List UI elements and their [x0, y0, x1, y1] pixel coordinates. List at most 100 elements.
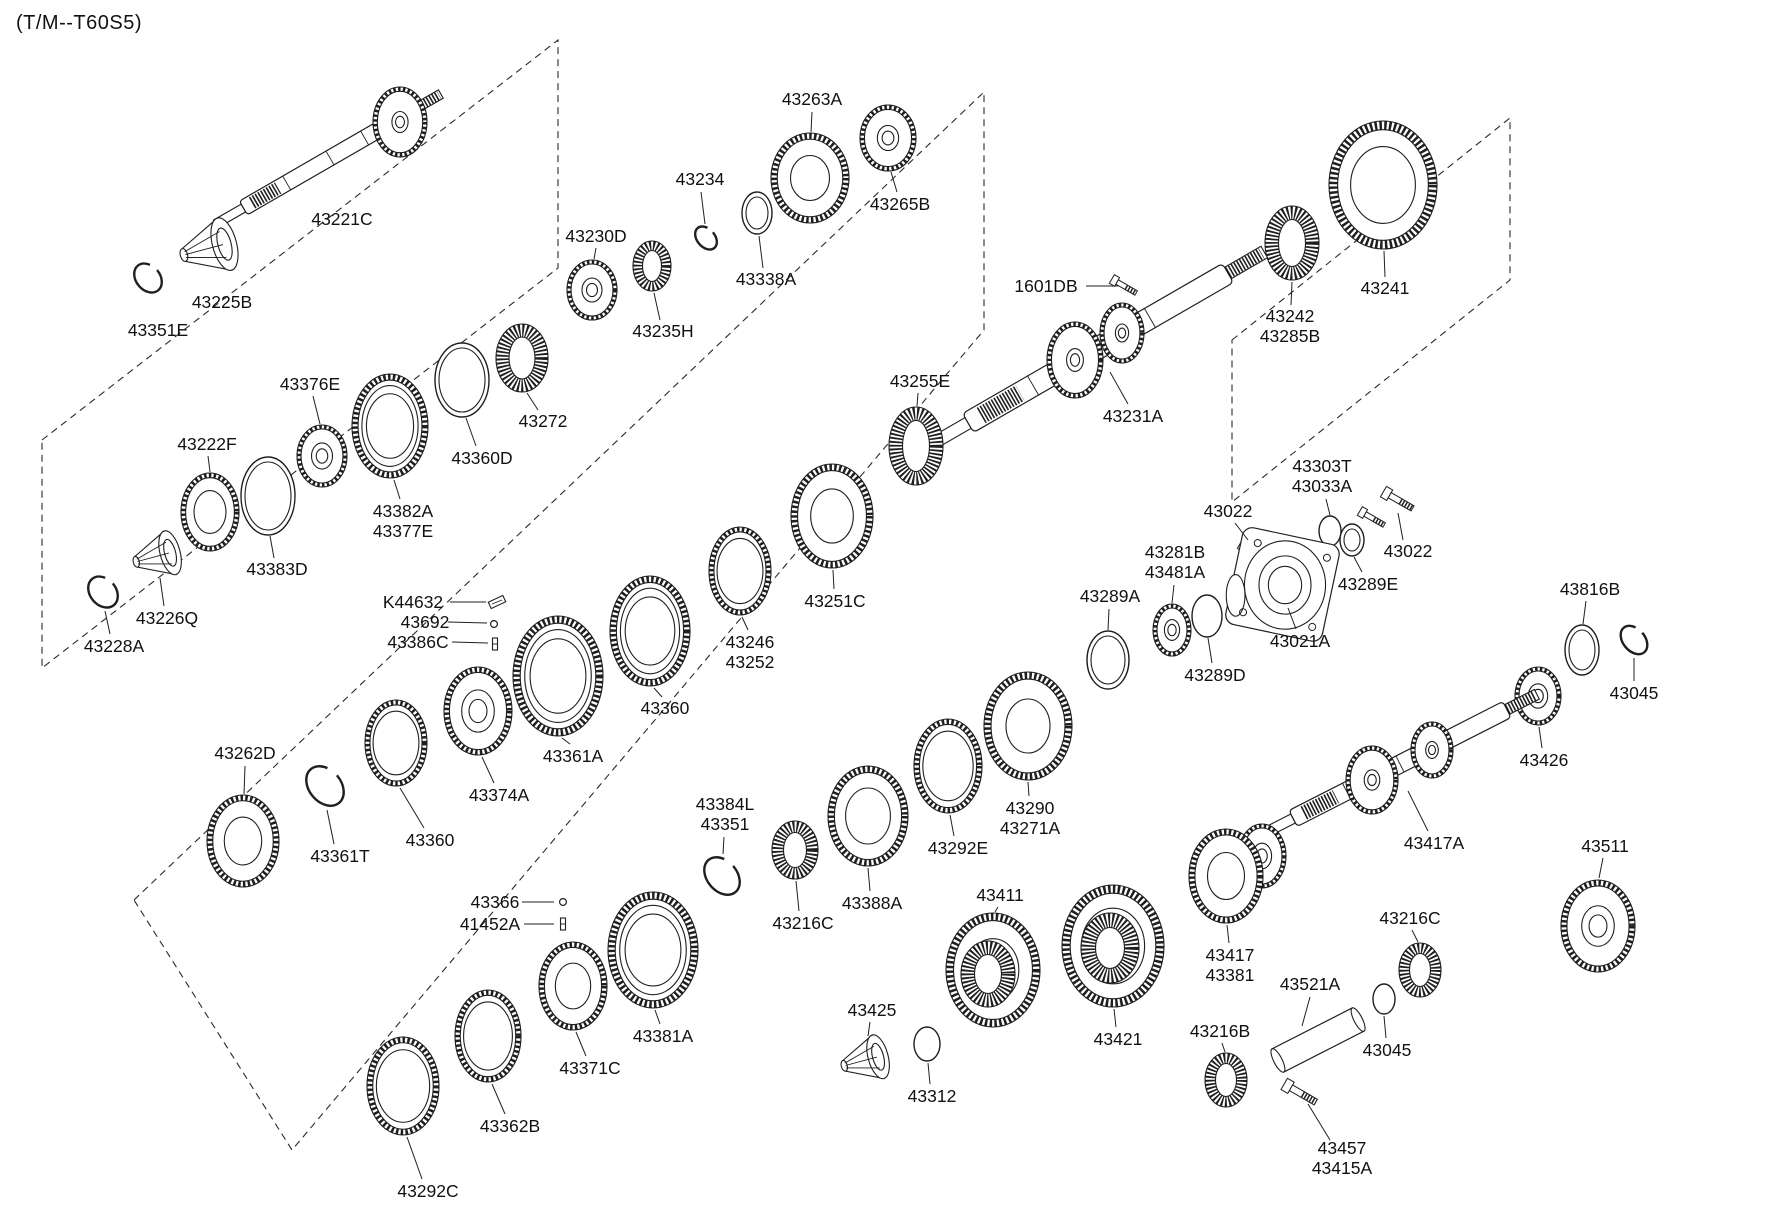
leader-line: [890, 171, 898, 193]
pin-43386C: [491, 637, 499, 651]
bearing-43421-inner: [1080, 912, 1140, 984]
leader-line: [243, 765, 246, 795]
parts-layer: [87, 86, 1649, 1136]
snap-ring-43045-upper: [1619, 624, 1649, 656]
part-label: 43417A: [1404, 833, 1465, 853]
assembly-plane-1: [41, 38, 559, 670]
ring-43289D: [1191, 594, 1223, 638]
assembly-plane-2: [133, 90, 985, 1151]
gear-43481A: [1152, 603, 1192, 657]
snap-ring-43361T: [305, 765, 345, 807]
part-label: 43281B: [1145, 542, 1205, 562]
snap-ring-43351: [703, 856, 741, 896]
leader-line: [1407, 790, 1429, 832]
leader-line: [1113, 1008, 1117, 1028]
bearing-43216C-upper: [771, 820, 819, 880]
part-label: 43225B: [192, 292, 252, 312]
bevel-gear-43425: [840, 1034, 890, 1080]
part-label: K44632: [383, 592, 443, 612]
part-label: 43228A: [84, 636, 145, 656]
part-label: 43376E: [280, 374, 340, 394]
output-shaft-gear-b: [1099, 302, 1145, 364]
part-label: 43426: [1520, 750, 1569, 770]
leader-line: [722, 836, 725, 855]
leader-line: [1287, 607, 1297, 630]
part-label: 43262D: [214, 743, 275, 763]
leader-line: [1353, 556, 1363, 573]
synchro-ring-43292C: [366, 1036, 440, 1136]
ring-43383D: [240, 456, 296, 536]
part-label: 43241: [1361, 278, 1410, 298]
leader-line: [1207, 637, 1213, 664]
part-label: 43366: [471, 892, 520, 912]
part-label: 43360: [406, 830, 455, 850]
gear-43251C: [790, 463, 874, 569]
part-label: 43382A: [373, 501, 434, 521]
leader-line: [949, 814, 955, 837]
part-label: 43374A: [469, 785, 530, 805]
part-label: 43251C: [804, 591, 865, 611]
ring-43312: [913, 1026, 941, 1062]
bearing-43255E: [888, 406, 944, 486]
gear-43262D: [206, 794, 280, 888]
hub-43361A: [512, 615, 604, 737]
leader-line: [916, 392, 919, 407]
leader-line: [207, 455, 211, 473]
part-label: 43045: [1363, 1040, 1412, 1060]
counter-shaft-gear-b: [1410, 721, 1454, 779]
bolt-43303T: [1379, 485, 1415, 512]
part-label: 43411: [976, 885, 1023, 905]
leader-line: [561, 737, 571, 745]
part-label: 43226Q: [136, 608, 198, 628]
part-label: 43022: [1204, 501, 1253, 521]
leader-line: [526, 392, 539, 411]
part-label: 43292C: [397, 1181, 458, 1201]
part-label: 43338A: [736, 269, 797, 289]
part-label: 43265B: [870, 194, 930, 214]
part-label: 43022: [1384, 541, 1433, 561]
leader-line: [1307, 1103, 1331, 1141]
leader-line: [159, 577, 165, 607]
part-label: 43242: [1266, 306, 1315, 326]
part-label: 43386C: [387, 632, 448, 652]
leader-line: [994, 906, 999, 913]
synchro-ring-43292E: [913, 718, 983, 814]
part-label: 43388A: [842, 893, 903, 913]
hub-43382A: [351, 373, 429, 479]
part-label: 43371C: [559, 1058, 620, 1078]
part-label: 41452A: [460, 914, 521, 934]
leader-line: [810, 111, 813, 133]
leader-line: [832, 569, 835, 590]
part-label: 43252: [726, 652, 775, 672]
leader-line: [393, 479, 401, 500]
leader-line: [1582, 600, 1587, 625]
leader-line: [927, 1062, 931, 1085]
leader-line: [1397, 512, 1404, 541]
part-label: 43511: [1581, 836, 1628, 856]
gear-43388A: [827, 765, 909, 867]
gear-43222F: [180, 472, 240, 552]
snap-ring-43228A: [87, 575, 119, 609]
bearing-43411-inner: [960, 940, 1016, 1008]
part-label: 43415A: [1312, 1158, 1373, 1178]
leader-line: [1109, 371, 1129, 405]
part-label: 43246: [726, 632, 775, 652]
part-label: 43303T: [1292, 456, 1352, 476]
snap-ring-43234: [693, 225, 719, 251]
part-label: 43361A: [543, 746, 604, 766]
part-label: 43362B: [480, 1116, 540, 1136]
leader-line: [1290, 281, 1293, 306]
synchro-ring-43360-lower: [364, 699, 428, 787]
leader-line: [1221, 1042, 1226, 1053]
bevel-gear-43225B: [179, 217, 239, 271]
leader-line: [758, 235, 764, 269]
part-label: 43216C: [1379, 908, 1440, 928]
pin-41452A: [559, 917, 567, 931]
snap-ring-43351E: [133, 262, 163, 294]
part-label: 43816B: [1560, 579, 1620, 599]
gear-43241: [1328, 120, 1438, 250]
leader-line: [326, 809, 335, 845]
part-label: 43692: [401, 612, 450, 632]
leader-line: [451, 641, 489, 644]
